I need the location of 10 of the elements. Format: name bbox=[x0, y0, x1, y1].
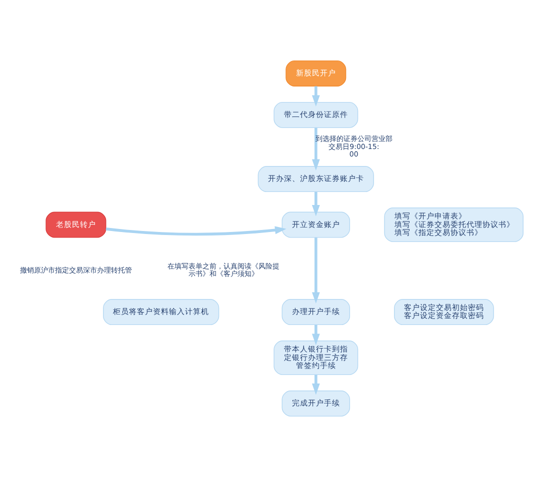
node-label: 在填写表单之前，认真阅读《风险提示书》和《客户须知》 bbox=[168, 261, 280, 278]
arrow bbox=[312, 374, 320, 395]
arrow bbox=[312, 128, 320, 171]
arrow bbox=[312, 192, 320, 216]
arrow bbox=[312, 324, 320, 346]
edge-label: 到选择的证券公司营业部交易日9:00-15:00 bbox=[315, 134, 392, 159]
arrow bbox=[312, 238, 320, 304]
node-label: 撤销原沪市指定交易深市办理转托管 bbox=[20, 265, 132, 274]
arrow bbox=[312, 86, 320, 107]
arrow bbox=[106, 226, 286, 236]
